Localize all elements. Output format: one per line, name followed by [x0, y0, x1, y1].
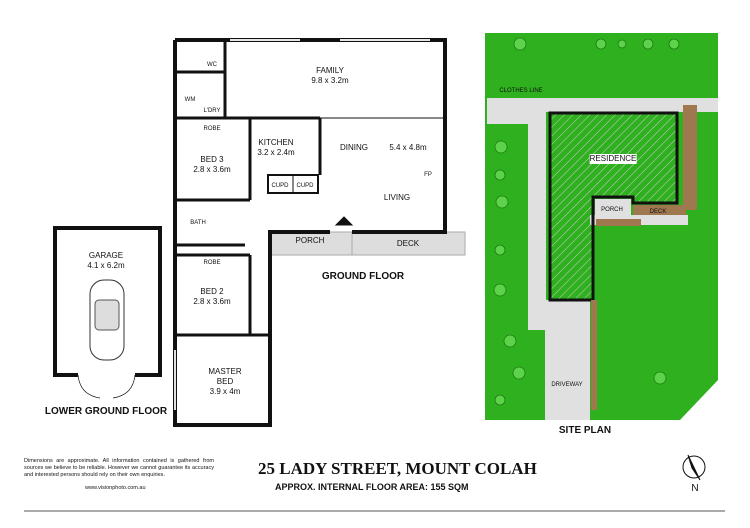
deck-label: DECK: [396, 239, 420, 248]
fireplace-label: FP: [424, 172, 432, 178]
clothes-line-label: CLOTHES LINE: [499, 88, 543, 94]
porch-label: PORCH: [295, 236, 325, 245]
residence-label: RESIDENCE: [589, 154, 637, 164]
driveway: [545, 300, 590, 420]
deck-site: [633, 205, 686, 215]
floor-area: APPROX. INTERNAL FLOOR AREA: 155 SQM: [275, 482, 469, 492]
property-address: 25 LADY STREET, MOUNT COLAH: [258, 459, 537, 478]
dining-label: DINING: [340, 143, 368, 152]
robe-label: ROBE: [203, 126, 221, 132]
lower-ground-floor-title: LOWER GROUND FLOOR: [44, 406, 168, 417]
living-dim-label: 5.4 x 4.8m: [389, 143, 427, 152]
north-arrow-icon: [682, 454, 706, 481]
ground-floor-plan: [173, 38, 466, 427]
site-deck-label: DECK: [649, 209, 667, 215]
robe-label: ROBE: [203, 260, 221, 266]
tree-icon: [493, 37, 680, 406]
laundry-label: L'DRY: [203, 108, 221, 114]
site-porch-label: PORCH: [601, 207, 623, 213]
disclaimer: Dimensions are approximate. All informat…: [24, 458, 214, 478]
garage-plan: [53, 226, 162, 399]
bath-label: BATH: [190, 220, 206, 226]
path: [487, 98, 718, 330]
residence-outline: [548, 111, 679, 302]
car-icon: [89, 279, 125, 361]
cupboard-label: CUPD: [296, 183, 314, 189]
north-label: N: [691, 483, 699, 494]
ground-floor-title: GROUND FLOOR: [321, 271, 405, 282]
wc-label: WC: [207, 62, 217, 68]
website-link[interactable]: www.visionphoto.com.au: [85, 485, 146, 491]
cupboard-label: CUPD: [271, 183, 289, 189]
wm-label: WM: [184, 97, 196, 103]
living-label: LIVING: [383, 193, 411, 202]
site-plan: [485, 33, 718, 420]
site-plan-title: SITE PLAN: [558, 425, 612, 436]
driveway-label: DRIVEWAY: [551, 382, 583, 388]
